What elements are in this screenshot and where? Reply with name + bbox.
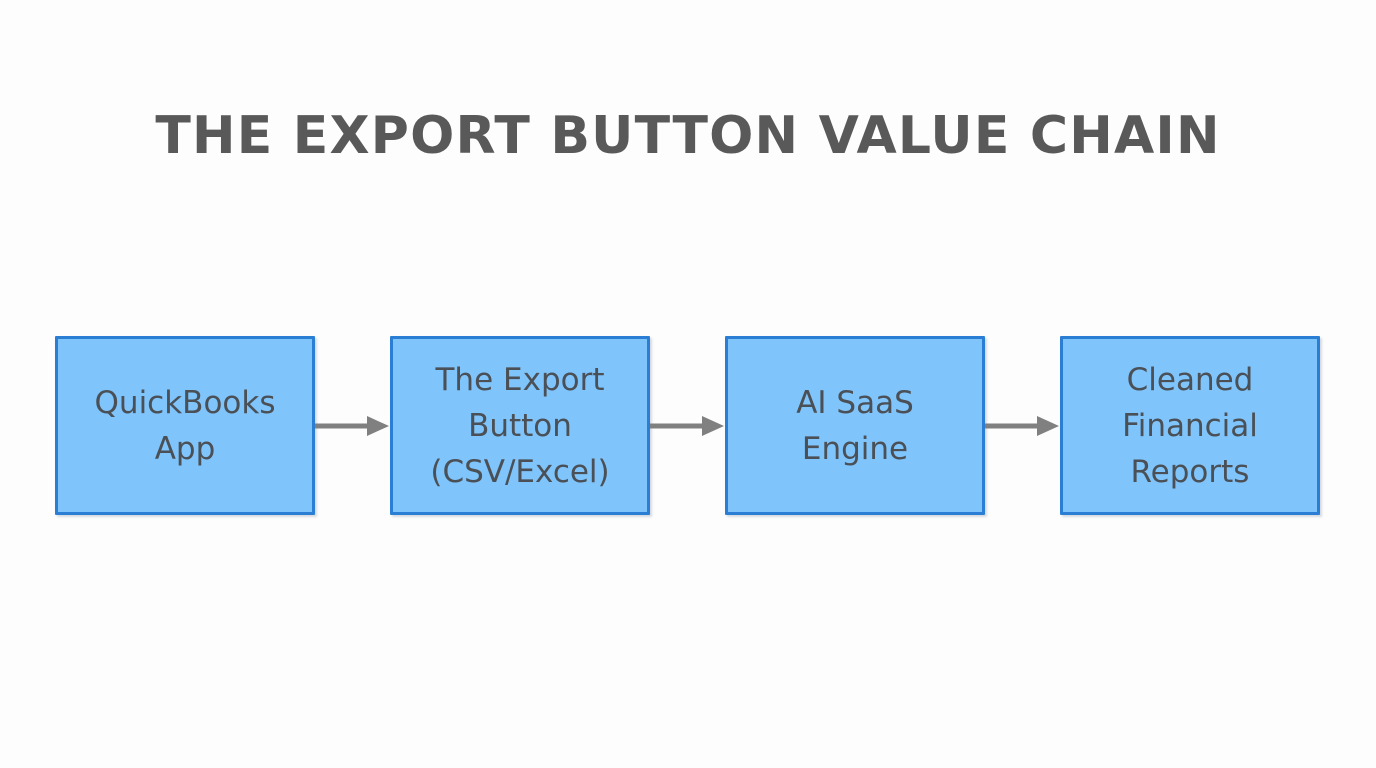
flow-node-quickbooks-app[interactable]: QuickBooks App bbox=[55, 336, 315, 515]
flow-node-label: The Export Button (CSV/Excel) bbox=[430, 361, 610, 490]
flow-node-export-button[interactable]: The Export Button (CSV/Excel) bbox=[390, 336, 650, 515]
arrow-right-icon bbox=[985, 412, 1060, 440]
page-title: THE EXPORT BUTTON VALUE CHAIN bbox=[155, 106, 1221, 166]
flow-chain-diagram: QuickBooks App The Export Button (CSV/Ex… bbox=[0, 336, 1376, 518]
flow-node-label: QuickBooks App bbox=[94, 384, 276, 467]
arrow-right-icon bbox=[650, 412, 725, 440]
arrow-right-icon bbox=[315, 412, 390, 440]
flow-node-cleaned-financial-reports[interactable]: Cleaned Financial Reports bbox=[1060, 336, 1320, 515]
flow-node-ai-saas-engine[interactable]: AI SaaS Engine bbox=[725, 336, 985, 515]
flow-node-label: Cleaned Financial Reports bbox=[1122, 361, 1258, 490]
flow-node-label: AI SaaS Engine bbox=[796, 384, 914, 467]
